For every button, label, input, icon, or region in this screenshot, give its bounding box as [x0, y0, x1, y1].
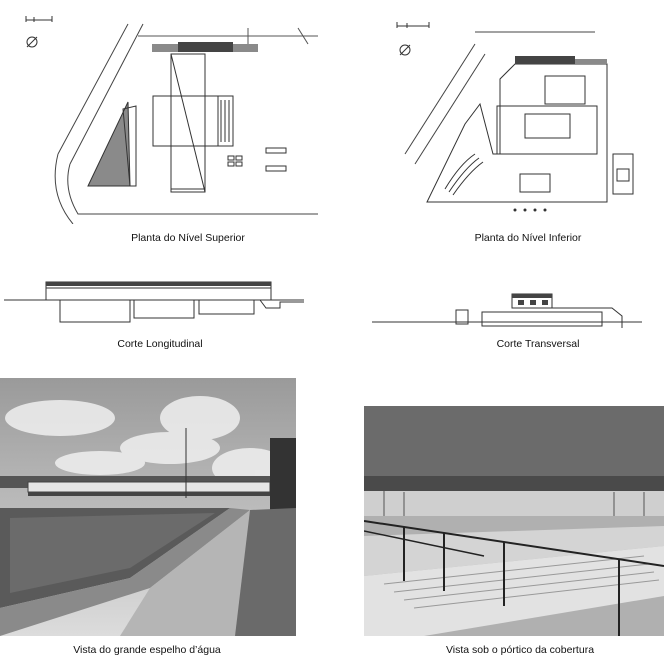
lower-plan-caption: Planta do Nível Inferior [474, 232, 582, 244]
longitudinal-section-caption: Corte Longitudinal [117, 338, 203, 350]
scale-bar-icon [396, 22, 430, 28]
photo-portico-caption: Vista sob o pórtico da cobertura [445, 644, 595, 656]
transversal-section-caption: Corte Transversal [496, 338, 580, 350]
transversal-section-drawing [372, 290, 652, 334]
scale-bar-icon [25, 16, 53, 22]
lower-plan-drawing [385, 14, 645, 224]
north-arrow-icon [399, 44, 411, 56]
longitudinal-section-drawing [4, 274, 314, 330]
upper-plan-drawing [18, 14, 318, 224]
north-arrow-icon [26, 36, 38, 48]
upper-plan-caption: Planta do Nível Superior [131, 232, 245, 244]
photo-portico [364, 406, 664, 636]
photo-reflecting-pool [0, 378, 296, 636]
photo-pool-caption: Vista do grande espelho d’água [73, 644, 221, 656]
